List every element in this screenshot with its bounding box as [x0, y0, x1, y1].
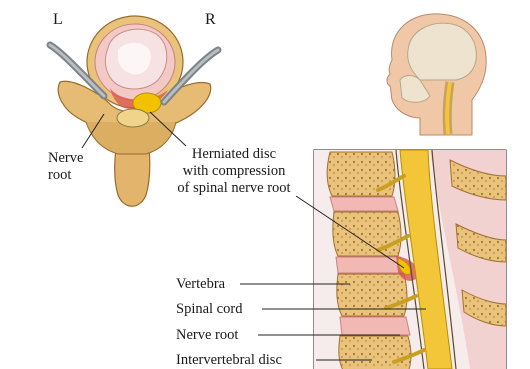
right-marker: R [205, 11, 216, 28]
sagittal-spine [314, 150, 506, 369]
nerve-root-label-top: Nerve root [48, 150, 83, 184]
vertebra-label: Vertebra [176, 276, 225, 293]
left-marker: L [53, 11, 63, 28]
head-illustration [387, 14, 486, 135]
herniated-disc-label: Herniated disc with compression of spina… [164, 146, 304, 197]
intervertebral-disc-label: Intervertebral disc [176, 352, 282, 369]
spinal-cord-label: Spinal cord [176, 301, 242, 318]
nerve-root-label: Nerve root [176, 327, 238, 344]
